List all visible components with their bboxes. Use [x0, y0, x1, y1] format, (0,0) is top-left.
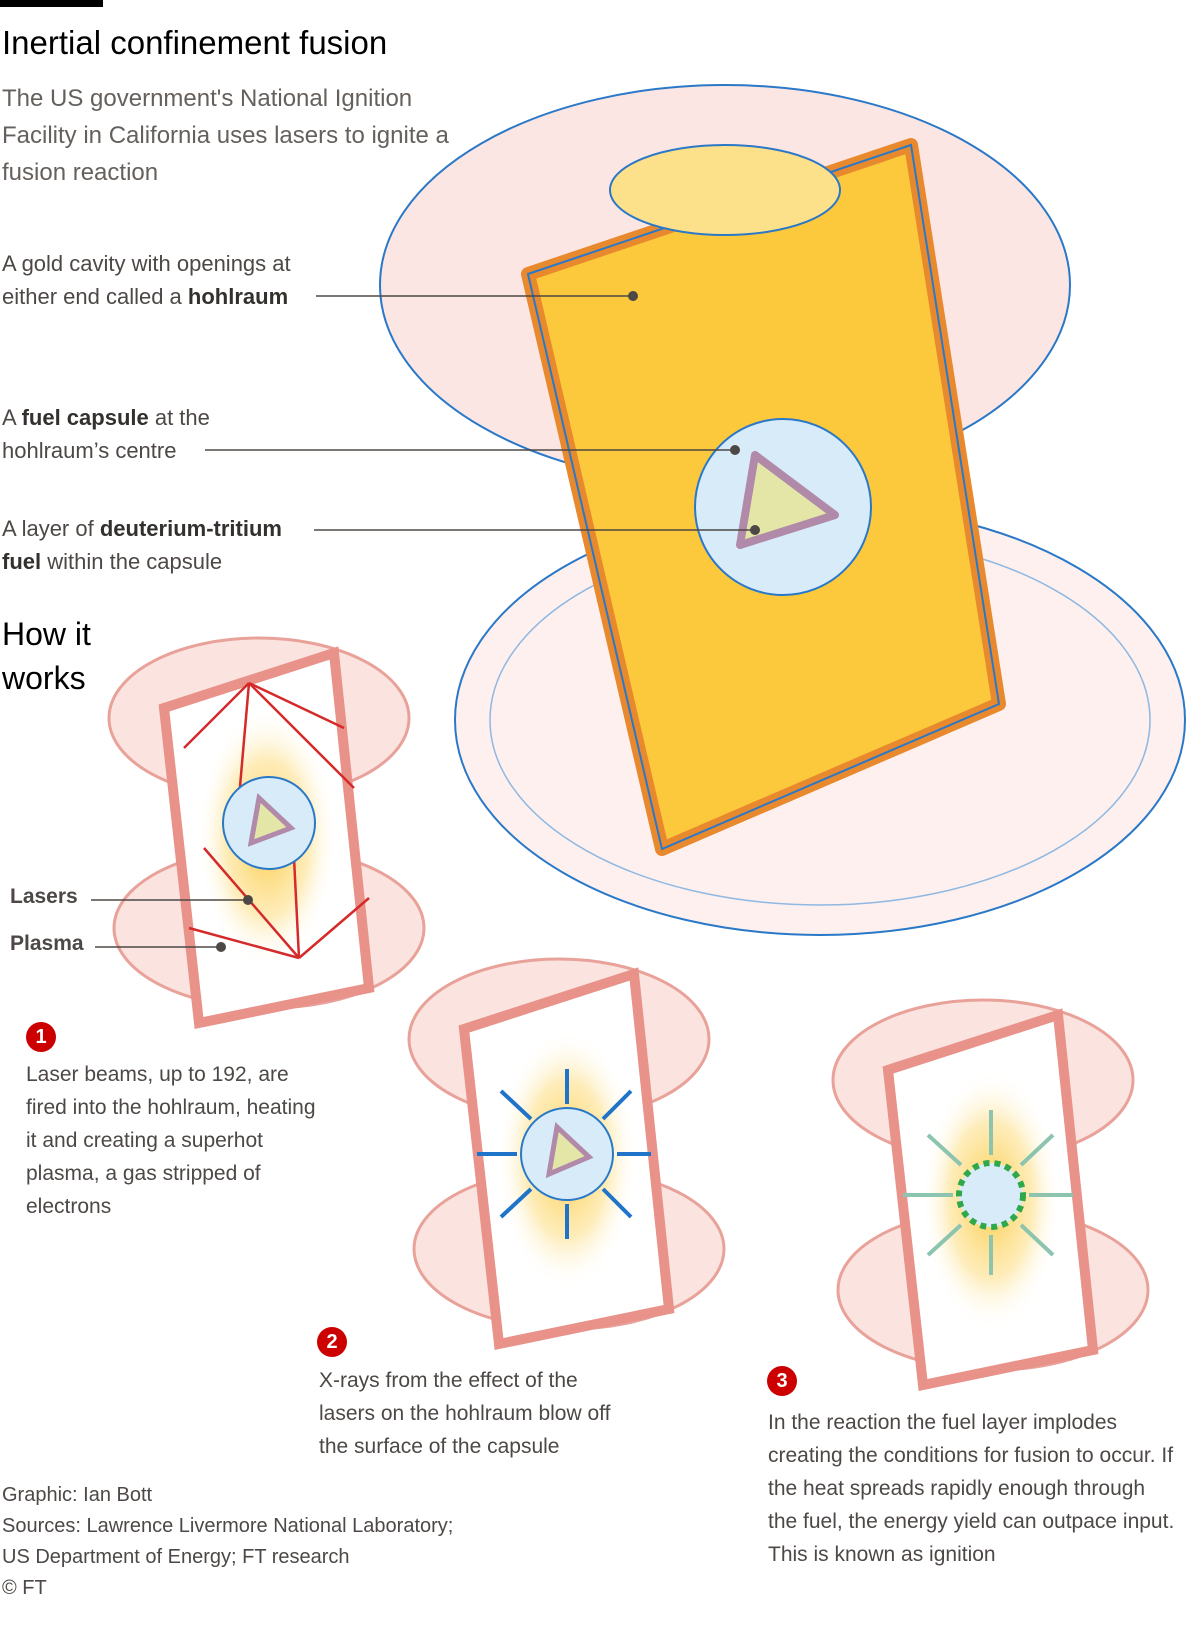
- step-3-badge: 3: [767, 1366, 797, 1396]
- graphic-credit: Graphic: Ian Bott: [2, 1484, 153, 1506]
- callout-lines: [205, 295, 755, 531]
- capsule-callout-post: at the hohlraum’s centre: [2, 405, 210, 463]
- copyright: © FT: [2, 1577, 47, 1599]
- step-2-text: X-rays from the effect of the lasers on …: [319, 1369, 611, 1458]
- step3-diagram: [833, 1000, 1148, 1385]
- hohlraum-callout: A gold cavity with openings at either en…: [2, 247, 322, 313]
- fuel-dot: [750, 525, 760, 535]
- plasma-label: Plasma: [10, 932, 84, 955]
- step2-diagram: [409, 959, 724, 1344]
- hohlraum-callout-text: A gold cavity with openings at either en…: [2, 251, 291, 309]
- step-1-text: Laser beams, up to 192, are fired into t…: [26, 1063, 316, 1218]
- page-subtitle: The US government's National Ignition Fa…: [2, 85, 449, 186]
- page-title: Inertial confinement fusion: [2, 24, 388, 61]
- step1-diagram: [109, 638, 424, 1023]
- capsule-callout: A fuel capsule at the hohlraum’s centre: [2, 401, 232, 467]
- fuel-callout: A layer of deuterium-tritium fuel within…: [2, 512, 312, 578]
- brand-bar: [0, 0, 103, 7]
- fuel-callout-pre: A layer of: [2, 516, 100, 541]
- step-1-badge: 1: [26, 1022, 56, 1052]
- main-hohlraum: [379, 84, 1186, 936]
- fuel-callout-bold: deuterium-tritium fuel: [2, 516, 282, 574]
- step-2-badge: 2: [317, 1327, 347, 1357]
- capsule-callout-pre: A: [2, 405, 22, 430]
- sources-line-2: US Department of Energy; FT research: [2, 1546, 350, 1568]
- hohlraum-dot: [628, 291, 638, 301]
- how-it-works-heading: How it works: [2, 616, 91, 696]
- footer: Graphic: Ian Bott Sources: Lawrence Live…: [2, 1480, 453, 1604]
- lasers-label: Lasers: [10, 885, 78, 908]
- step-3-text: In the reaction the fuel layer implodes …: [768, 1411, 1175, 1566]
- capsule-dot: [730, 445, 740, 455]
- sources-line-1: Sources: Lawrence Livermore National Lab…: [2, 1515, 454, 1537]
- hohlraum-callout-bold: hohlraum: [187, 284, 289, 309]
- capsule-callout-bold: fuel capsule: [21, 405, 149, 430]
- fuel-callout-post: within the capsule: [41, 549, 223, 574]
